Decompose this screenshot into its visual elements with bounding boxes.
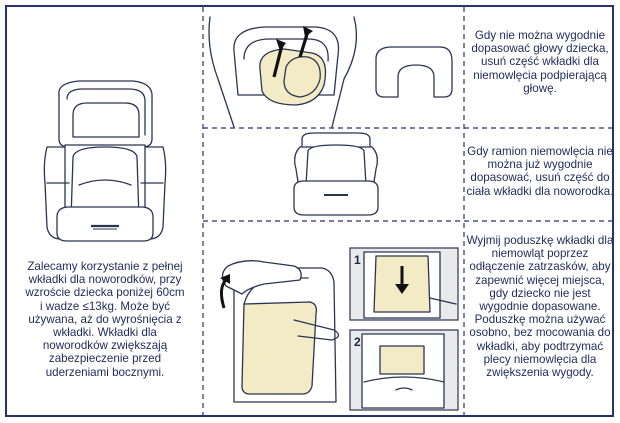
body-insert-removal-illustration xyxy=(204,129,464,221)
head-insert-removal-illustration xyxy=(204,7,464,127)
full-insert-recommendation-text: Zalecamy korzystanie z pełnej wkładki dl… xyxy=(25,260,185,379)
instruction-sheet: Zalecamy korzystanie z pełnej wkładki dl… xyxy=(5,5,614,417)
step-2-label: 2 xyxy=(354,335,361,349)
car-seat-full-insert-illustration xyxy=(7,7,203,247)
cushion-removal-illustration: 1 2 xyxy=(204,222,464,418)
step-1-label: 1 xyxy=(354,253,361,267)
cushion-removal-text: Wyjmij poduszkę wkładki dla niemowląt po… xyxy=(465,234,615,379)
head-insert-removal-text: Gdy nie można wygodnie dopasować głowy d… xyxy=(465,29,615,95)
body-insert-removal-text: Gdy ramion niemowlęcia nie można już wyg… xyxy=(465,145,615,198)
